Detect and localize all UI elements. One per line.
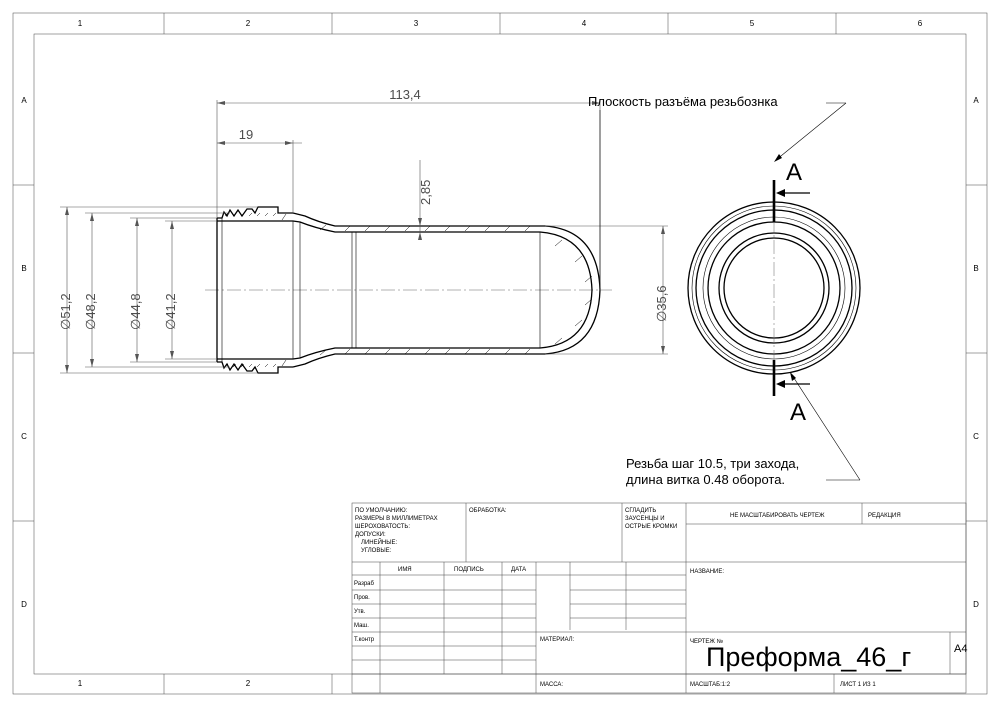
mass-label: МАССА: (540, 682, 563, 688)
preform-side-view (205, 206, 612, 374)
drawing-title: Преформа_46_г (706, 642, 911, 672)
dim-d48-2: ∅48,2 (83, 293, 98, 330)
zone-row-a-left: A (21, 96, 27, 105)
dim-overall-length: 113,4 (389, 87, 421, 102)
drawing-number-label: ЧЕРТЕЖ № (690, 638, 723, 645)
dim-wall-thickness: 2,85 (418, 180, 433, 205)
deburr-line1: СГЛАДИТЬ (625, 508, 656, 514)
dim-d51-2: ∅51,2 (58, 293, 73, 330)
defaults-line6: УГЛОВЫЕ: (361, 548, 392, 554)
dim-d41-2: ∅41,2 (163, 293, 178, 330)
dim-d44-8: ∅44,8 (128, 293, 143, 330)
defaults-line1: ПО УМОЛЧАНИЮ: (355, 508, 408, 514)
zone-row-c-right: C (973, 432, 979, 441)
parting-plane-note: Плоскость разъёма резьбознка (588, 94, 778, 109)
sheet-size: A4 (954, 643, 967, 655)
zone-labels: 1 2 3 4 5 6 A B C D A B C D 1 2 (21, 19, 979, 688)
annotations: Плоскость разъёма резьбознка Резьба шаг … (588, 94, 861, 487)
name-label: НАЗВАНИЕ: (690, 569, 724, 575)
zone-row-b-right: B (973, 264, 978, 273)
side-view-dimensions: 113,4 19 2,85 ∅51,2 ∅48,2 ∅44,8 ∅41,2 (58, 87, 669, 374)
dim-neck-length: 19 (239, 127, 253, 142)
zone-row-b-left: B (21, 264, 26, 273)
deburr-line2: ЗАУСЕНЦЫ И (625, 516, 665, 522)
zone-row-d-right: D (973, 600, 979, 609)
zone-col-6: 6 (918, 19, 923, 28)
deburr-line3: ОСТРЫЕ КРОМКИ (625, 524, 677, 530)
zone-col-5: 5 (750, 19, 755, 28)
finish-label: ОБРАБОТКА: (469, 508, 507, 514)
zone-col-2: 2 (246, 19, 251, 28)
defaults-line4: ДОПУСКИ: (355, 532, 386, 538)
preform-end-view: А А (687, 159, 861, 426)
role-developer: Разраб (354, 581, 374, 587)
zone-col-2-bottom: 2 (246, 679, 251, 688)
zone-col-1-bottom: 1 (78, 679, 83, 688)
thread-note-line2: длина витка 0.48 оборота. (626, 472, 785, 487)
zone-row-d-left: D (21, 600, 27, 609)
role-checker: Пров. (354, 595, 370, 601)
scale-label: МАСШТАБ:1:2 (690, 682, 731, 688)
zone-ticks (13, 13, 987, 694)
thread-note-line1: Резьба шаг 10.5, три захода, (626, 456, 799, 471)
zone-col-4: 4 (582, 19, 587, 28)
col-sign-header: ПОДПИСЬ (454, 567, 484, 573)
defaults-line2: РАЗМЕРЫ В МИЛЛИМЕТРАХ (355, 516, 438, 522)
dim-d35-6: ∅35,6 (654, 285, 669, 322)
defaults-line5: ЛИНЕЙНЫЕ: (361, 538, 398, 546)
title-block: ПО УМОЛЧАНИЮ: РАЗМЕРЫ В МИЛЛИМЕТРАХ ШЕРО… (351, 502, 967, 694)
section-label-bottom: А (790, 399, 806, 426)
defaults-line3: ШЕРОХОВАТОСТЬ: (355, 524, 410, 530)
role-approver: Утв. (354, 609, 366, 615)
role-mach: Маш. (354, 623, 369, 629)
no-scale-label: НЕ МАСШТАБИРОВАТЬ ЧЕРТЕЖ (730, 513, 825, 519)
material-label: МАТЕРИАЛ: (540, 637, 575, 643)
revision-label: РЕДАКЦИЯ (868, 513, 901, 519)
col-name-header: ИМЯ (398, 567, 412, 573)
zone-col-3: 3 (414, 19, 419, 28)
section-label-top: А (786, 159, 802, 186)
zone-col-1: 1 (78, 19, 83, 28)
zone-row-c-left: C (21, 432, 27, 441)
sheet-number-label: ЛИСТ 1 ИЗ 1 (840, 682, 876, 688)
role-tech-control: Т.контр (354, 637, 375, 643)
zone-row-a-right: A (973, 96, 979, 105)
col-date-header: ДАТА (511, 567, 526, 573)
